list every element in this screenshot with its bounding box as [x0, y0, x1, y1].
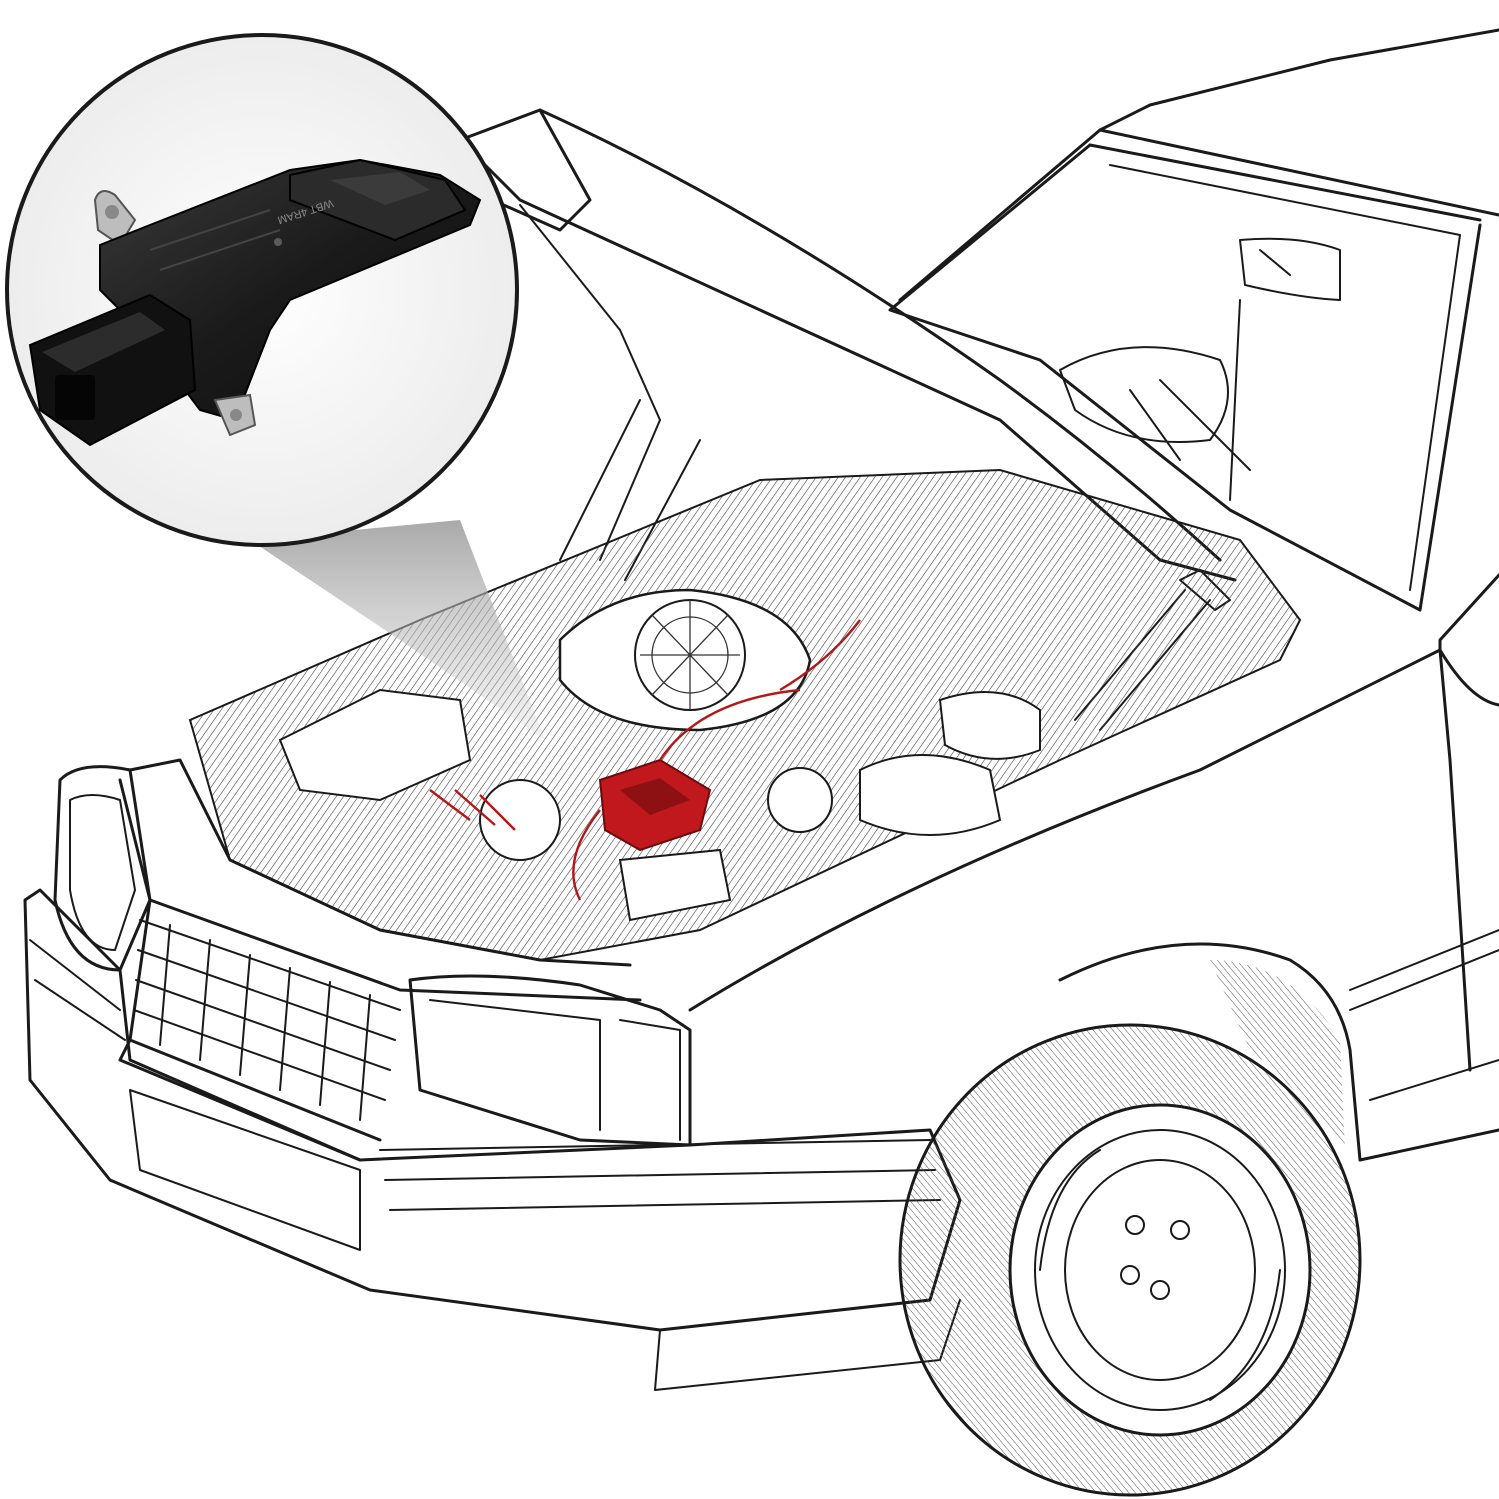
roof-and-windshield	[888, 28, 1499, 612]
grille-slats	[133, 919, 401, 1121]
callout-beam	[250, 520, 545, 740]
body-side	[688, 573, 1499, 1162]
front-grille	[53, 758, 692, 1162]
front-wheel	[898, 1023, 1362, 1497]
engine-bay	[188, 468, 1302, 962]
mass-air-flow-sensor-icon	[28, 158, 482, 447]
front-bumper	[23, 888, 962, 1391]
part-inset: WBT 4RAM	[5, 33, 519, 547]
